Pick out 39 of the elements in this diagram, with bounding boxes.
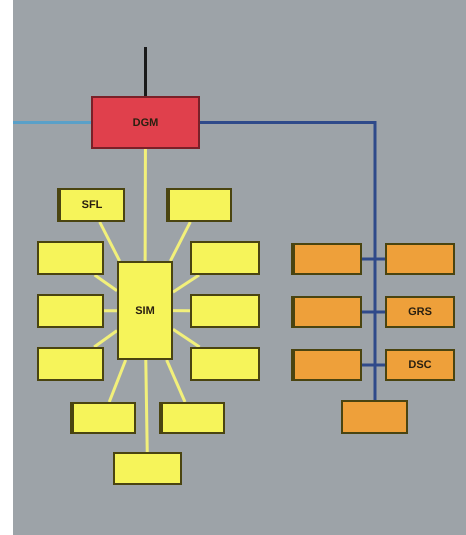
connector-line bbox=[172, 274, 200, 294]
empty-box bbox=[37, 347, 104, 381]
connector-line bbox=[94, 274, 118, 292]
empty-box bbox=[291, 243, 362, 275]
empty-box bbox=[385, 243, 455, 275]
connector-line bbox=[165, 359, 186, 403]
empty-box bbox=[113, 452, 182, 485]
box-label: GRS bbox=[408, 306, 432, 318]
empty-box bbox=[190, 294, 260, 328]
empty-box bbox=[37, 241, 104, 275]
empty-box bbox=[190, 241, 260, 275]
process-box bbox=[385, 296, 455, 328]
empty-box bbox=[291, 296, 362, 328]
connector-line bbox=[93, 329, 118, 348]
empty-box bbox=[291, 349, 362, 381]
process-box bbox=[117, 261, 173, 360]
empty-box bbox=[70, 402, 136, 434]
box-label: DGM bbox=[132, 116, 158, 128]
empty-box bbox=[159, 402, 225, 434]
connector-line bbox=[144, 47, 147, 96]
connector-line bbox=[144, 360, 149, 452]
box-label: SIM bbox=[135, 304, 155, 316]
empty-box bbox=[37, 294, 104, 328]
connector-line bbox=[108, 359, 128, 403]
connector-line bbox=[98, 221, 121, 262]
empty-box bbox=[166, 188, 232, 222]
connector-line bbox=[13, 121, 91, 124]
connector-line bbox=[104, 309, 118, 312]
empty-box bbox=[190, 347, 260, 381]
process-box bbox=[57, 188, 125, 222]
empty-box bbox=[341, 400, 408, 434]
process-box bbox=[91, 96, 200, 149]
box-label: DSC bbox=[408, 359, 432, 371]
connector-line bbox=[172, 328, 200, 348]
connector-line bbox=[144, 149, 147, 261]
connector-line bbox=[169, 221, 192, 262]
box-label: SFL bbox=[82, 199, 102, 211]
connector-line bbox=[172, 309, 190, 312]
process-box bbox=[385, 349, 455, 381]
